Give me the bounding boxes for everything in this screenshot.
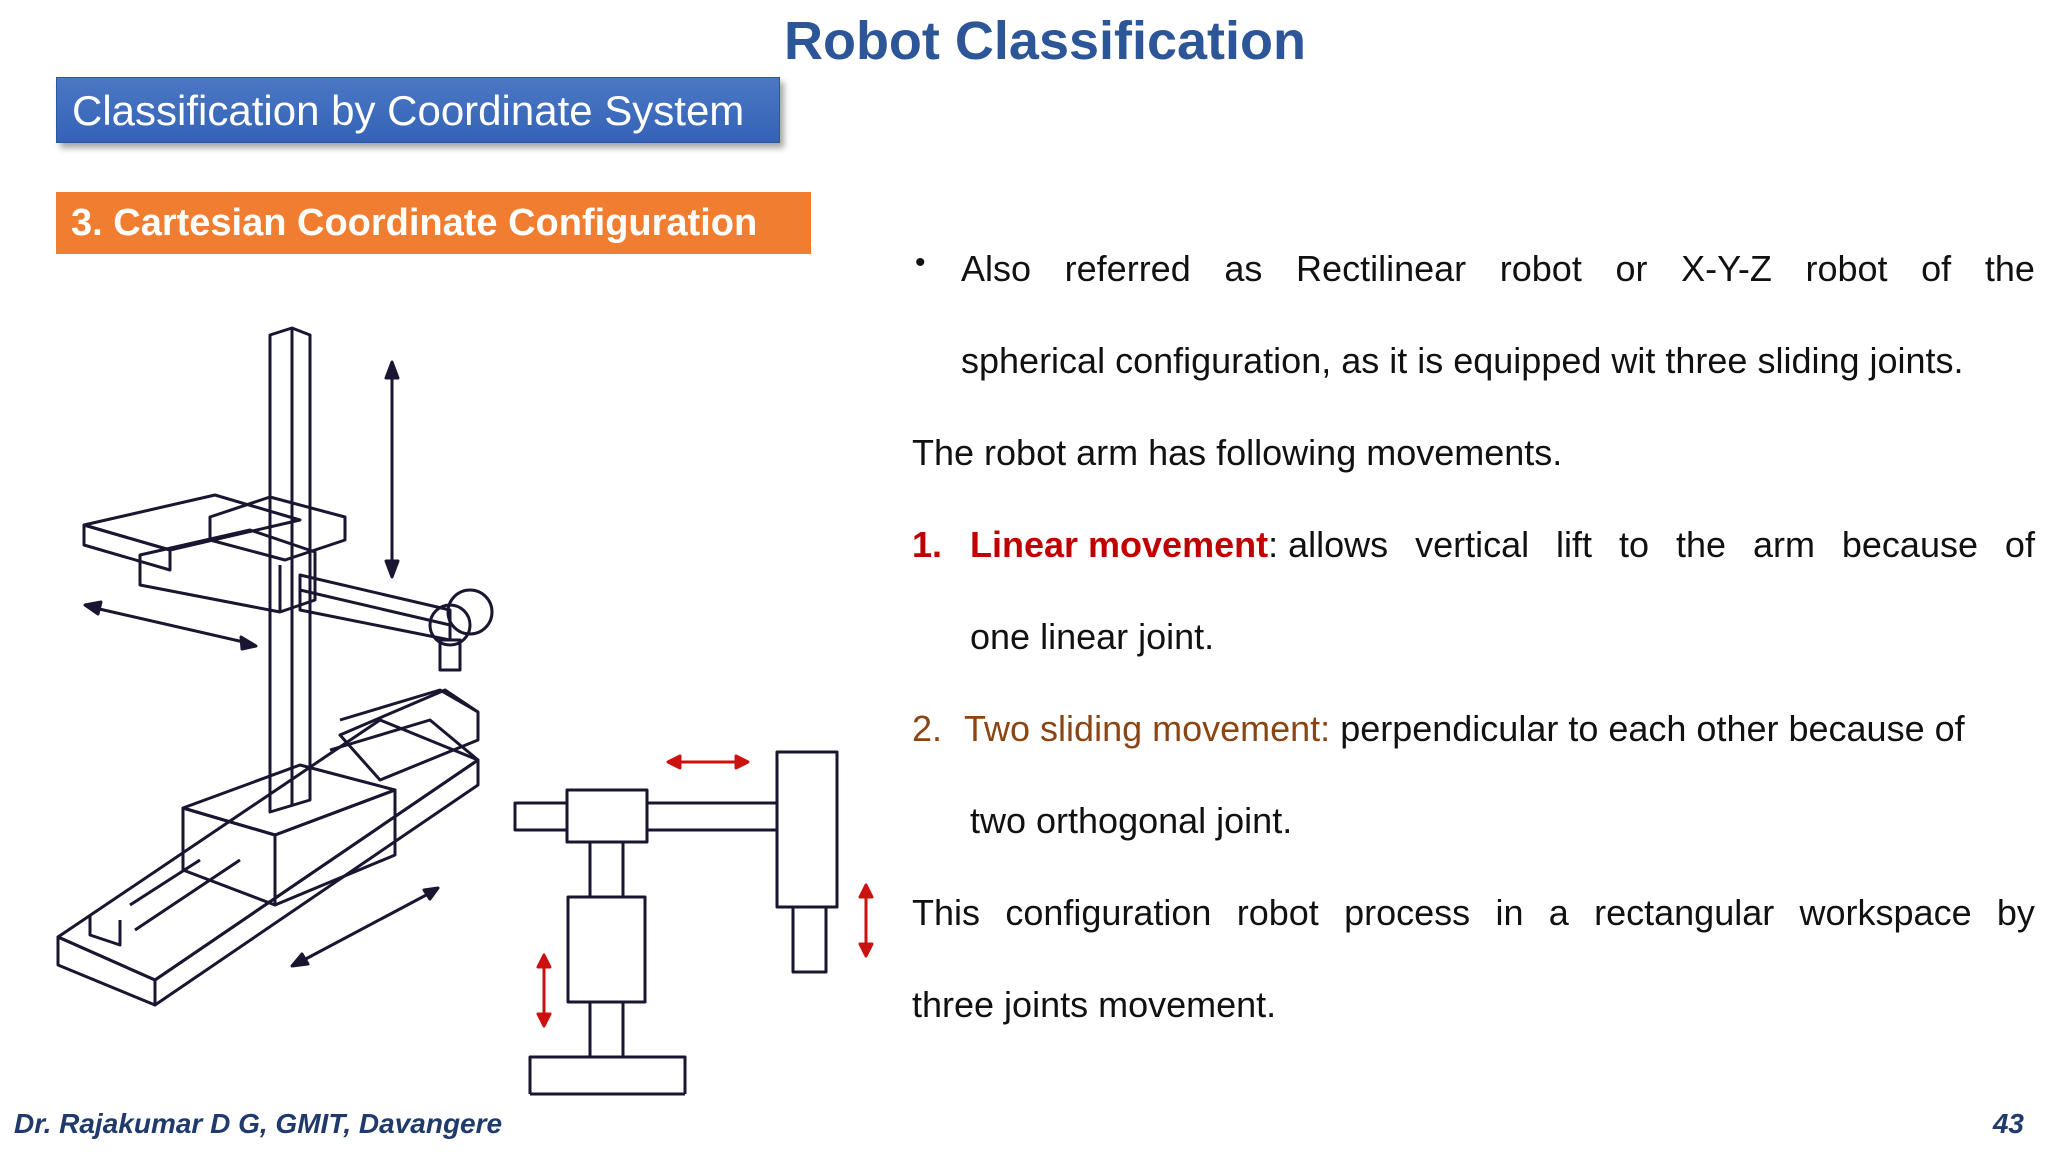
item-2-label: Two sliding movement: [964,708,1331,749]
closing-word: a [1548,892,1569,933]
item-1-label: Linear movement [970,524,1269,565]
page-number: 43 [1992,1108,2024,1139]
cartesian-robot-isometric [56,326,494,1007]
bullet-word: Rectilinear [1296,248,1467,289]
bullet-word: robot [1499,248,1582,289]
closing-word: rectangular [1594,892,1775,933]
item-1-lead: Linear movement: allows [970,524,1389,565]
bullet-word: Also [961,248,1032,289]
item-1-word: of [2004,524,2035,565]
closing-word: in [1495,892,1524,933]
bullet-word: of [1921,248,1952,289]
bullet-word: referred [1064,248,1191,289]
bullet-word: or [1615,248,1648,289]
cartesian-robot-front-view [513,750,839,1096]
item-1-word: to [1618,524,1650,565]
closing-line-2: three joints movement. [912,984,1277,1025]
closing-word: process [1344,892,1471,933]
bullet-word: robot [1805,248,1888,289]
item-1-word: vertical [1415,524,1530,565]
item-1-word: the [1675,524,1726,565]
bullet-word: the [1984,248,2035,289]
movement-arrows-red [536,754,874,1028]
slide-title: Robot Classification [783,11,1307,71]
closing-word: workspace [1799,892,1972,933]
closing-word: configuration [1005,892,1212,933]
item-1-word: lift [1556,524,1593,565]
subsection-heading: 3. Cartesian Coordinate Configuration [56,192,811,254]
section-heading: Classification by Coordinate System [56,77,780,143]
bullet-line-2: spherical configuration, as it is equipp… [961,340,1964,381]
item-1-line-2: one linear joint. [970,616,1215,657]
intro-text: The robot arm has following movements. [912,432,1563,473]
item-1-word: arm [1752,524,1815,565]
bullet-word: as [1224,248,1263,289]
closing-word: This [912,892,981,933]
bullet-word: X-Y-Z [1681,248,1772,289]
item-2-line-1: 2.Two sliding movement: perpendicular to… [912,708,1965,749]
closing-word: by [1996,892,2035,933]
bullet-marker: • [915,246,926,279]
closing-word: robot [1236,892,1319,933]
item-2-line-2: two orthogonal joint. [970,800,1293,841]
item-1-number: 1. [912,524,943,565]
footer-author: Dr. Rajakumar D G, GMIT, Davangere [14,1108,503,1139]
item-1-word: because [1841,524,1978,565]
